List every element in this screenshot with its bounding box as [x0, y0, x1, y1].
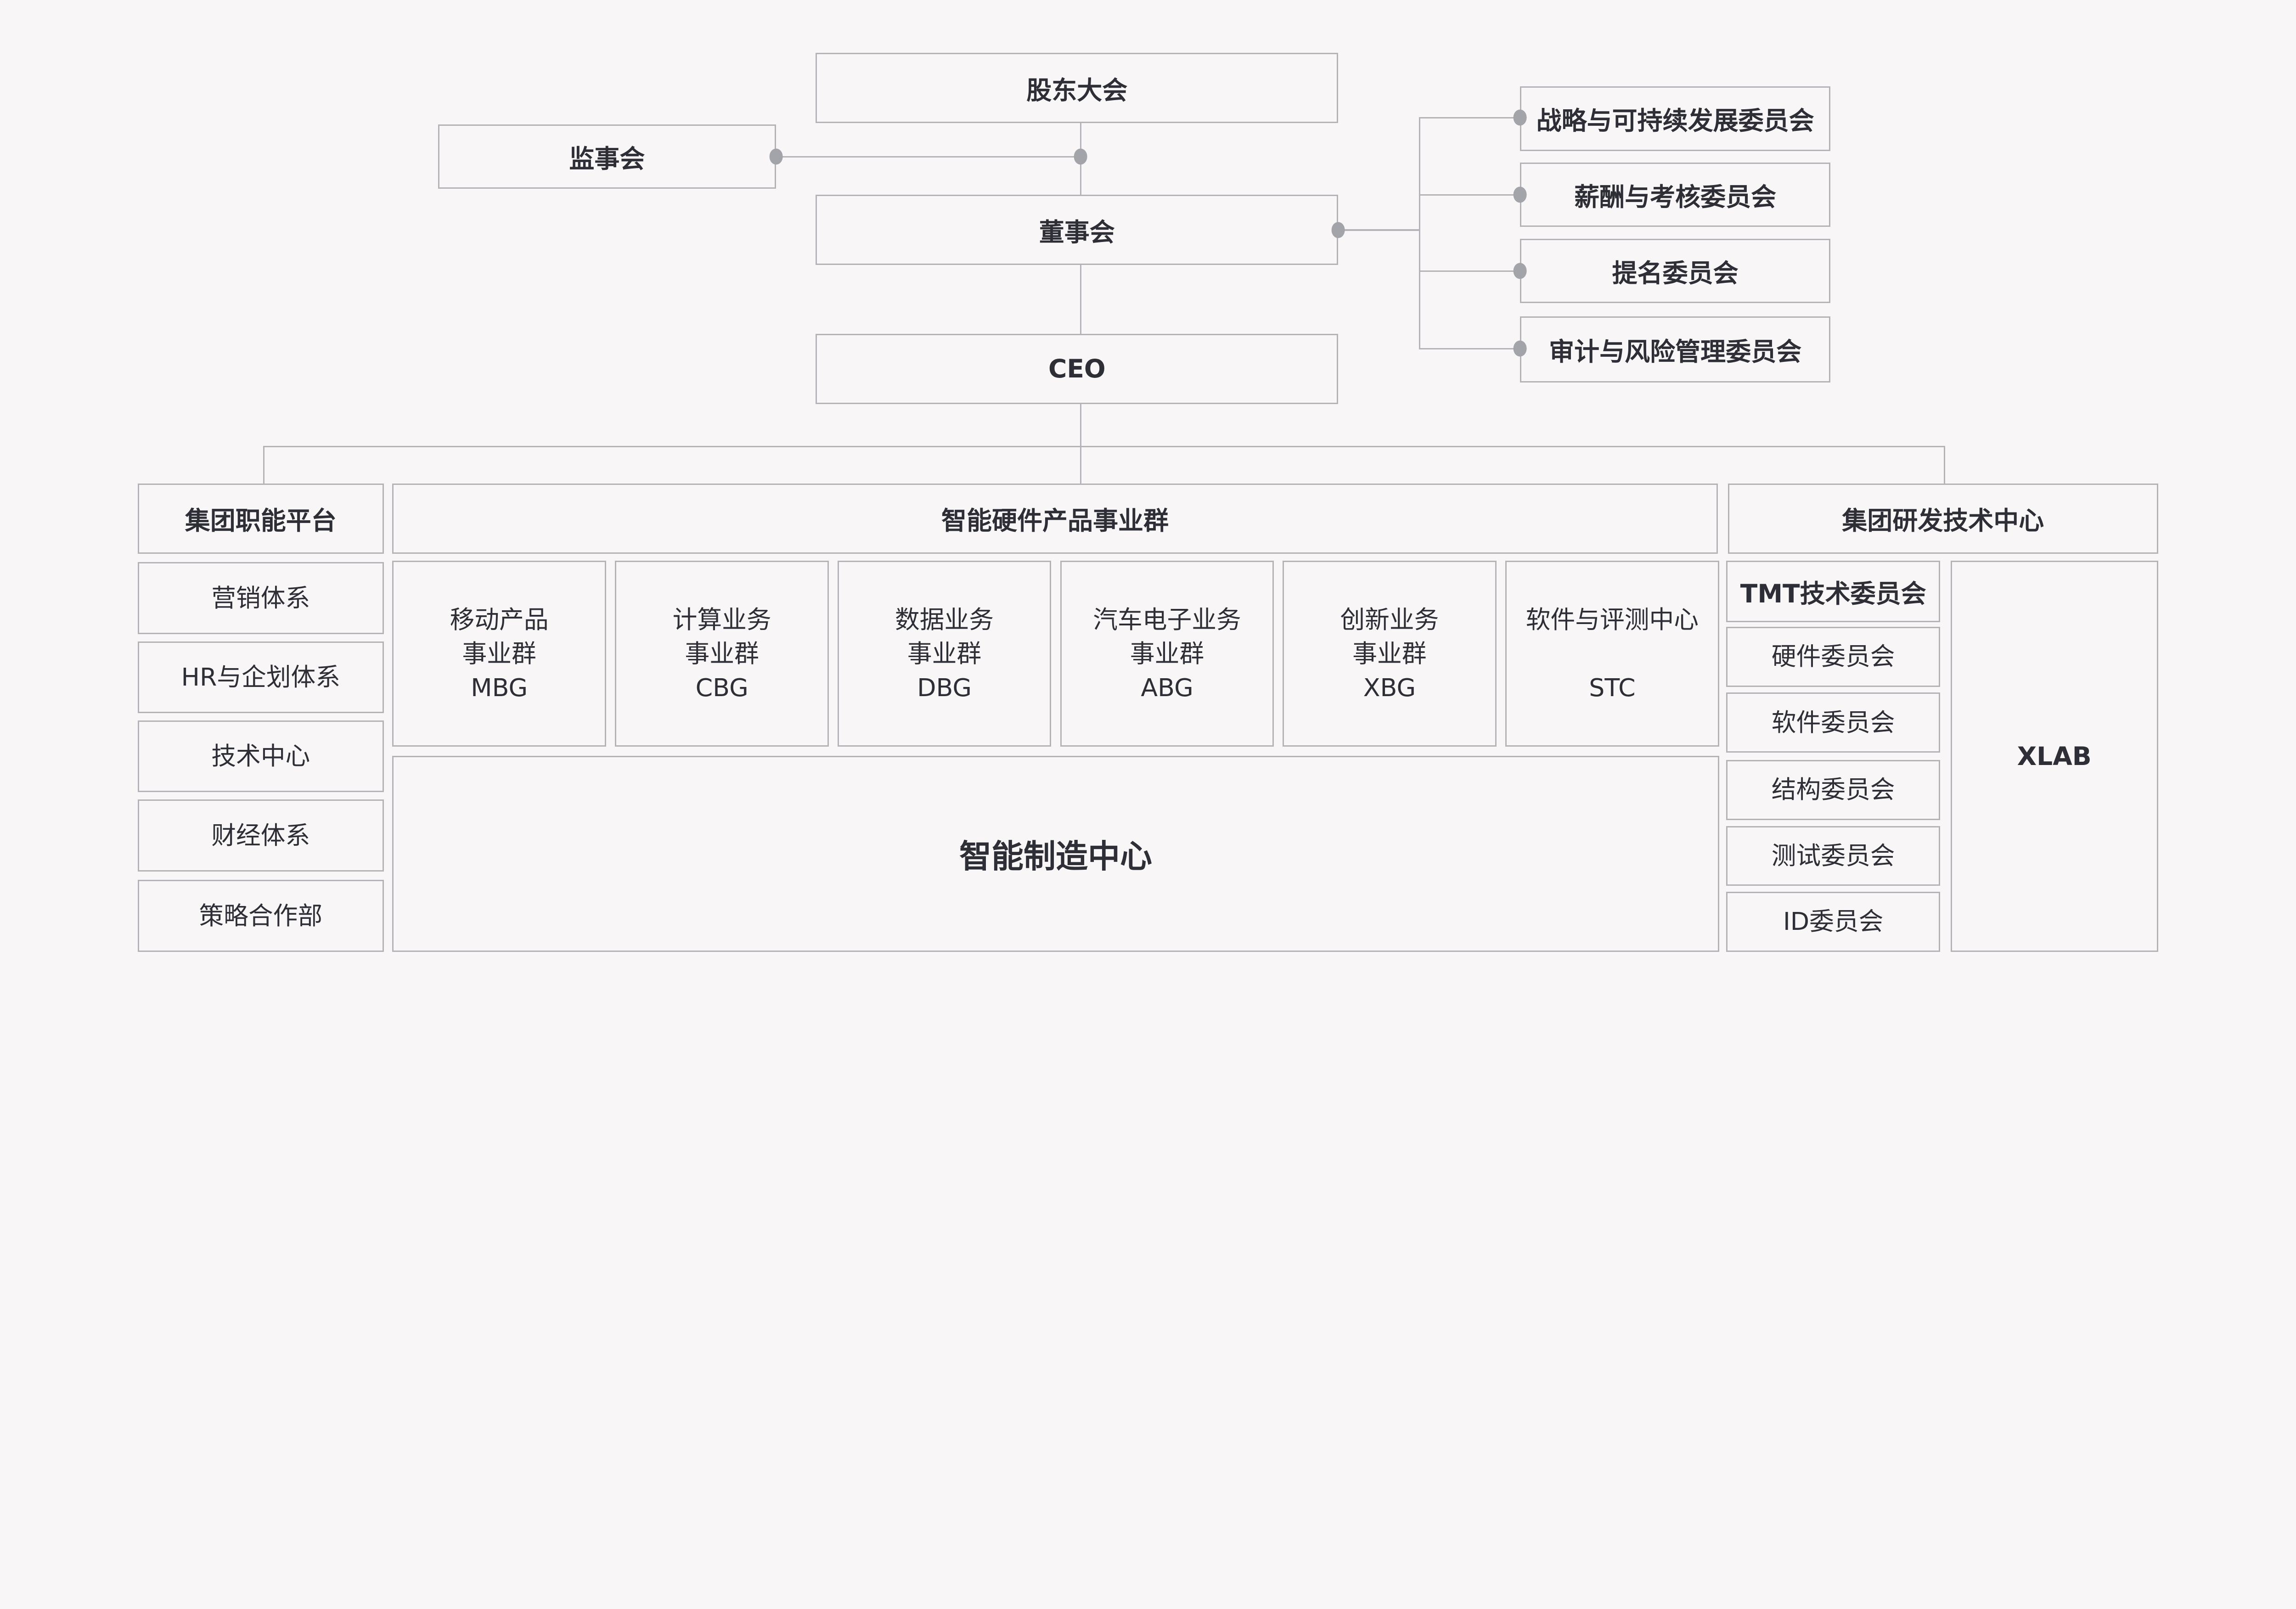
ceo-box: CEO	[816, 333, 1339, 404]
connector-dot	[1513, 186, 1527, 203]
bg-line: 事业群	[1352, 639, 1427, 668]
connector-dot	[1074, 148, 1087, 165]
box-label: 集团职能平台	[185, 506, 337, 536]
business-group-abg: 汽车电子业务事业群 ABG	[1060, 561, 1274, 747]
box-label: 营销体系	[211, 583, 310, 613]
connector-line	[776, 156, 1081, 158]
bg-line: 事业群	[907, 639, 982, 668]
box-label: 战略与可持续发展委员会	[1536, 106, 1814, 136]
box-label: XLAB	[2017, 741, 2092, 771]
board-of-directors-box: 董事会	[816, 195, 1339, 265]
connector-dot	[769, 148, 783, 165]
functional-item: 策略合作部	[138, 880, 384, 952]
connector-line	[1419, 118, 1421, 349]
connector-dot	[1513, 263, 1527, 279]
functional-item: HR与企划体系	[138, 641, 384, 714]
bg-line: 创新业务	[1340, 605, 1439, 635]
bg-line: 事业群	[1130, 639, 1204, 668]
box-label: 董事会	[1039, 217, 1115, 247]
bg-line: STC	[1589, 673, 1636, 702]
connector-line	[1419, 270, 1520, 272]
business-group-cbg: 计算业务事业群 CBG	[615, 561, 829, 747]
tmt-item: 软件委员会	[1726, 692, 1940, 753]
connector-line	[1419, 194, 1520, 196]
box-label: 股东大会	[1026, 75, 1128, 105]
bg-line: 移动产品	[450, 605, 549, 635]
business-group-mbg: 移动产品事业群 MBG	[392, 561, 606, 747]
tmt-item: 结构委员会	[1726, 760, 1940, 820]
bg-line: 事业群	[462, 639, 536, 668]
business-group-xbg: 创新业务事业群 XBG	[1283, 561, 1497, 747]
box-label: 财经体系	[211, 821, 310, 850]
business-group-stc: 软件与评测中心 STC	[1505, 561, 1719, 747]
box-label: CEO	[1048, 354, 1106, 384]
bg-line: ABG	[1141, 673, 1193, 702]
functional-platform-header: 集团职能平台	[138, 483, 384, 554]
tmt-item: 硬件委员会	[1726, 627, 1940, 687]
bg-line: 软件与评测中心	[1525, 605, 1699, 635]
box-label: 策略合作部	[199, 901, 323, 930]
box-label: 硬件委员会	[1771, 642, 1895, 671]
bg-line: XBG	[1363, 673, 1416, 702]
box-label: 智能硬件产品事业群	[941, 506, 1169, 536]
xlab-box: XLAB	[1950, 561, 2158, 952]
functional-item: 技术中心	[138, 720, 384, 792]
committee-compensation-box: 薪酬与考核委员会	[1520, 162, 1831, 227]
bg-line: 汽车电子业务	[1093, 605, 1241, 635]
box-label: 薪酬与考核委员会	[1574, 182, 1777, 212]
bg-line: DBG	[917, 673, 972, 702]
org-chart: 股东大会 监事会 董事会 CEO 战略与可持续发展委员会 薪酬与考核委员会 提名…	[138, 53, 2158, 952]
bg-line: CBG	[695, 673, 748, 702]
connector-line	[263, 446, 264, 484]
committee-nomination-box: 提名委员会	[1520, 239, 1831, 303]
connector-line	[1080, 264, 1081, 334]
box-label: 结构委员会	[1771, 775, 1895, 804]
tmt-item: ID委员会	[1726, 891, 1940, 952]
committee-audit-box: 审计与风险管理委员会	[1520, 316, 1831, 383]
box-label: 测试委员会	[1771, 841, 1895, 871]
hardware-group-header: 智能硬件产品事业群	[392, 483, 1718, 554]
box-label: HR与企划体系	[181, 663, 341, 692]
box-label: 智能制造中心	[959, 837, 1153, 875]
manufacturing-center-box: 智能制造中心	[392, 755, 1719, 952]
box-label: 软件委员会	[1771, 708, 1895, 737]
connector-dot	[1513, 340, 1527, 357]
box-label: 提名委员会	[1612, 259, 1739, 288]
connector-line	[1338, 229, 1420, 231]
bg-line: 计算业务	[672, 605, 771, 635]
connector-dot	[1513, 109, 1527, 126]
tmt-item: 测试委员会	[1726, 826, 1940, 886]
box-label: 技术中心	[211, 742, 310, 771]
functional-item: 财经体系	[138, 799, 384, 872]
business-group-dbg: 数据业务事业群 DBG	[837, 561, 1052, 747]
box-label: 集团研发技术中心	[1842, 506, 2044, 536]
connector-line	[1944, 446, 1946, 484]
box-label: 审计与风险管理委员会	[1549, 337, 1802, 366]
shareholders-meeting-box: 股东大会	[816, 53, 1339, 124]
box-label: TMT技术委员会	[1740, 579, 1926, 609]
supervisory-board-box: 监事会	[438, 124, 776, 189]
committee-strategy-box: 战略与可持续发展委员会	[1520, 86, 1831, 151]
rd-center-header: 集团研发技术中心	[1728, 483, 2158, 554]
tmt-committee-header: TMT技术委员会	[1726, 561, 1940, 622]
connector-dot	[1332, 222, 1345, 238]
bg-line: 数据业务	[895, 605, 994, 635]
bg-line: MBG	[471, 673, 528, 702]
box-label: 监事会	[569, 144, 645, 174]
connector-line	[263, 446, 1946, 448]
connector-line	[1419, 348, 1520, 349]
bg-line: 事业群	[685, 639, 759, 668]
connector-line	[1419, 117, 1520, 119]
box-label: ID委员会	[1783, 907, 1884, 936]
functional-item: 营销体系	[138, 562, 384, 634]
connector-line	[1080, 404, 1081, 484]
